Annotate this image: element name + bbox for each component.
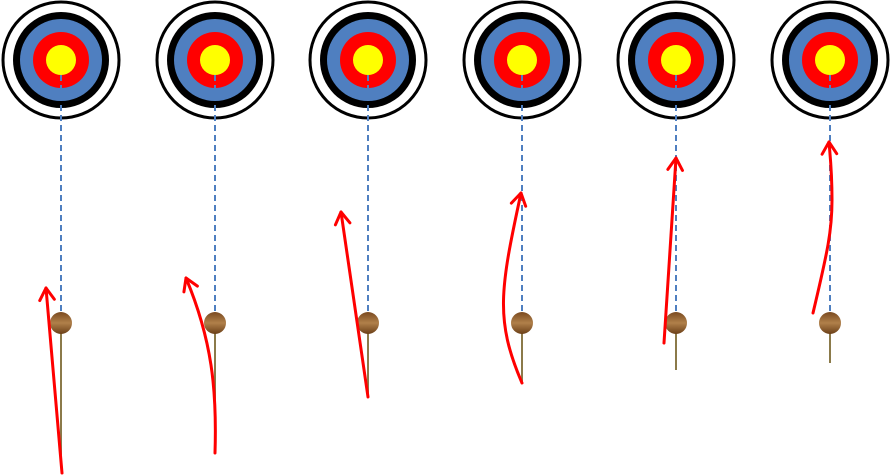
panel-2 bbox=[155, 0, 275, 455]
target-icon bbox=[308, 0, 428, 120]
arrow-path bbox=[44, 286, 64, 475]
arrowhead-icon bbox=[509, 191, 528, 208]
panel-1 bbox=[1, 0, 121, 475]
target-icon bbox=[770, 0, 890, 120]
arrowhead-icon bbox=[38, 286, 56, 303]
arrowhead-icon bbox=[333, 210, 352, 227]
panel-5 bbox=[616, 0, 736, 370]
target-icon bbox=[155, 0, 275, 120]
panel-6 bbox=[770, 0, 890, 363]
ball bbox=[50, 312, 72, 334]
arrowhead-icon bbox=[182, 276, 199, 294]
arrow-path bbox=[184, 276, 217, 455]
panel-4 bbox=[462, 0, 582, 385]
target-gold-center bbox=[46, 45, 76, 75]
target-gold-center bbox=[200, 45, 230, 75]
arrow-path bbox=[501, 191, 524, 385]
panel-3 bbox=[308, 0, 428, 399]
arrow-path bbox=[662, 156, 678, 345]
ball bbox=[819, 312, 841, 334]
ball bbox=[511, 312, 533, 334]
target-gold-center bbox=[507, 45, 537, 75]
ball bbox=[665, 312, 687, 334]
arrowhead-icon bbox=[820, 140, 839, 156]
arrowhead-icon bbox=[666, 156, 684, 172]
ball bbox=[204, 312, 226, 334]
target-icon bbox=[1, 0, 121, 120]
target-gold-center bbox=[661, 45, 691, 75]
target-gold-center bbox=[815, 45, 845, 75]
target-gold-center bbox=[353, 45, 383, 75]
ball bbox=[357, 312, 379, 334]
arrow-path bbox=[339, 210, 370, 399]
arrow-path bbox=[811, 140, 834, 315]
